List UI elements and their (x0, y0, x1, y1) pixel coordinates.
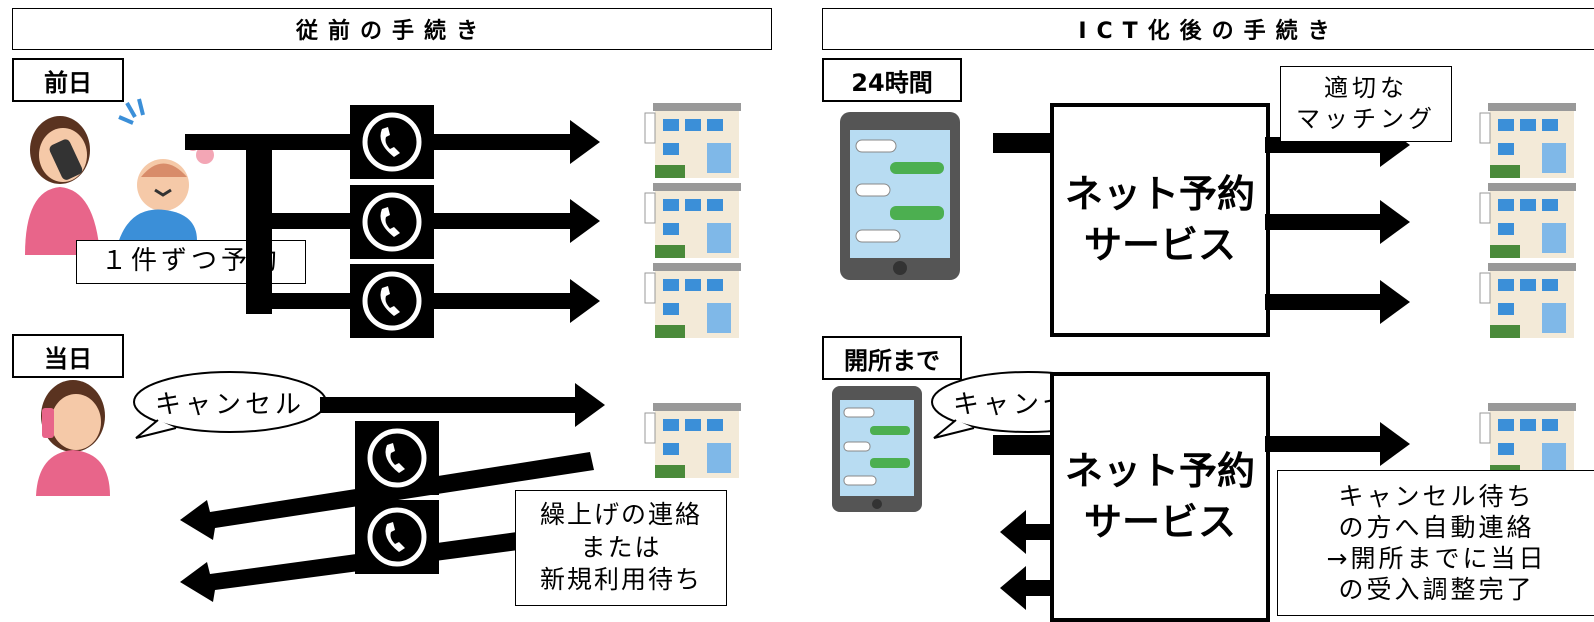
tag-same-day: 当日 (12, 334, 124, 378)
tag-24-hours: 24時間 (822, 58, 962, 102)
net-reservation-service-top: ネット予約 サービス (1050, 103, 1270, 337)
net-reservation-service-bottom: ネット予約 サービス (1050, 372, 1270, 622)
arrow-right (320, 383, 605, 427)
phone-icon (350, 105, 434, 179)
mother-on-phone-icon (36, 380, 110, 496)
building-icon (644, 183, 741, 258)
phone-icon (355, 421, 439, 495)
building-icon (644, 403, 741, 478)
speech-bubble (133, 371, 327, 439)
smartphone-icon (840, 112, 960, 280)
phone-icon (355, 500, 439, 574)
tag-day-before: 前日 (12, 58, 124, 102)
cancel-bubble-text: キャンセル (154, 389, 305, 420)
building-icon (644, 263, 741, 338)
auto-contact-box: キャンセル待ち の方へ自動連絡 →開所までに当日 の受入調整完了 (1277, 470, 1594, 616)
tag-until-open: 開所まで (822, 336, 962, 380)
arrow-left (1000, 510, 1052, 554)
left-header: 従前の手続き (12, 8, 772, 50)
smartphone-icon (832, 386, 922, 512)
arrow-right (1265, 280, 1410, 324)
phone-icon (350, 264, 434, 338)
building-icon (1479, 103, 1576, 178)
connector (993, 133, 1053, 153)
building-icon (644, 103, 741, 178)
notice-box: 繰上げの連絡 または 新規利用待ち (515, 490, 727, 606)
arrow-left (1000, 566, 1052, 610)
building-icon (1479, 263, 1576, 338)
right-header: ICT化後の手続き (822, 8, 1594, 50)
connector (993, 435, 1053, 455)
building-icon (1479, 183, 1576, 258)
arrow-right (1265, 200, 1410, 244)
phone-icon (350, 185, 434, 259)
arrow-right (1265, 422, 1410, 466)
building-icon (1479, 403, 1576, 478)
matching-box: 適切な マッチング (1280, 66, 1452, 142)
